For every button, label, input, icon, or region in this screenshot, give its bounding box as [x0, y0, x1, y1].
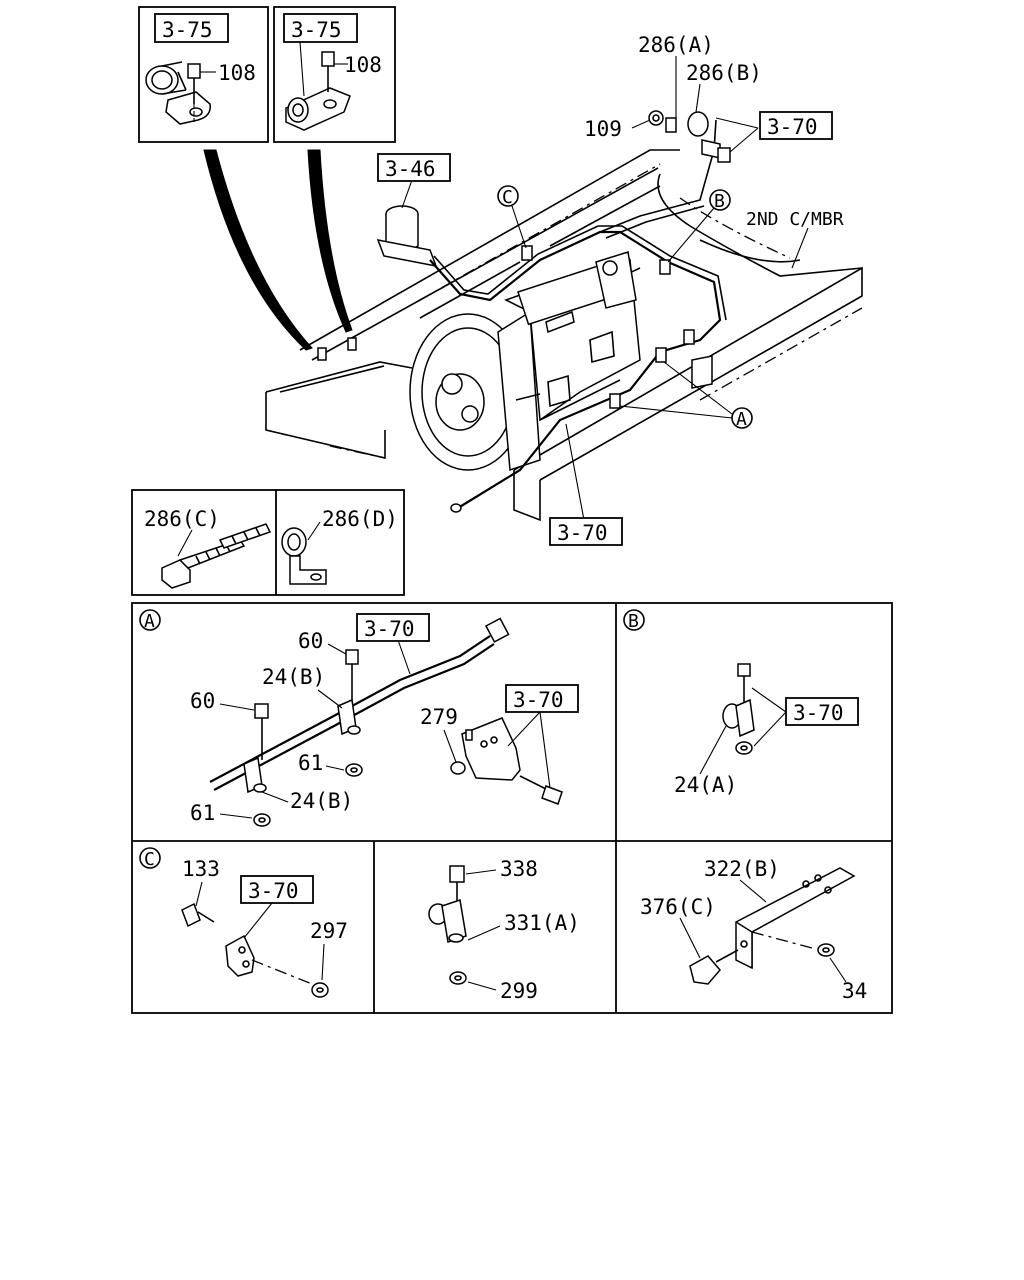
callout-c-letter: C — [502, 187, 513, 208]
part-286a-label: 286(A) — [638, 33, 714, 57]
part-108-label: 108 — [218, 61, 256, 85]
ref-3-70-label-c: 3-70 — [248, 879, 299, 903]
detail-a: A 3-70 24(B) 60 61 24(B) 60 — [139, 609, 579, 827]
main-assembly: 2ND C/MBR 3-46 — [265, 33, 863, 546]
ref-3-75-label: 3-75 — [162, 18, 213, 42]
part-376c-label: 376(C) — [640, 895, 716, 919]
ref-3-70-label-main: 3-70 — [557, 521, 608, 545]
part-286c-label: 286(C) — [144, 507, 220, 531]
ref-3-70-label-a2: 3-70 — [513, 688, 564, 712]
part-338-label: 338 — [500, 857, 538, 881]
part-108-label-2: 108 — [344, 53, 382, 77]
ref-3-75-label-2: 3-75 — [291, 18, 342, 42]
detail-322b: 322(B) 376(C) 34 — [640, 857, 867, 1003]
detail-b: B 3-70 24(A) — [623, 609, 859, 797]
part-299-label: 299 — [500, 979, 538, 1003]
part-24a-label: 24(A) — [674, 773, 737, 797]
inset-clamp-left: 3-75 108 — [138, 6, 269, 143]
ref-3-70-label-b: 3-70 — [793, 701, 844, 725]
detail-grid — [131, 602, 893, 1014]
part-61-label-2: 61 — [190, 801, 215, 825]
callout-c-marker — [497, 185, 519, 207]
inset-286-cd: 286(C) 286(D) — [131, 489, 405, 596]
detail-c-letter: C — [144, 849, 155, 870]
callout-a-letter: A — [736, 409, 747, 430]
part-331a-label: 331(A) — [504, 911, 580, 935]
part-24b-label: 24(B) — [262, 665, 325, 689]
part-109-label: 109 — [584, 117, 622, 141]
inset-clamp-right: 3-75 108 — [273, 6, 396, 143]
leader-wedge-left — [203, 149, 313, 351]
part-286b-label: 286(B) — [686, 61, 762, 85]
part-286d-label: 286(D) — [322, 507, 398, 531]
part-24b-label-2: 24(B) — [290, 789, 353, 813]
detail-a-letter: A — [144, 611, 155, 632]
part-279-label: 279 — [420, 705, 458, 729]
callout-b-letter: B — [714, 191, 725, 212]
part-61-label: 61 — [298, 751, 323, 775]
ref-3-70-label-a: 3-70 — [364, 617, 415, 641]
callout-b-marker — [709, 189, 731, 211]
part-322b-label: 322(B) — [704, 857, 780, 881]
part-60-label-2: 60 — [190, 689, 215, 713]
ref-3-46-label: 3-46 — [385, 157, 436, 181]
ref-3-70-label-top: 3-70 — [767, 115, 818, 139]
detail-338: 338 331(A) 299 — [428, 857, 580, 1003]
member-label: 2ND C/MBR — [746, 209, 844, 230]
part-34-label: 34 — [842, 979, 867, 1003]
detail-b-letter: B — [628, 611, 639, 632]
part-297-label: 297 — [310, 919, 348, 943]
leader-wedge-right — [307, 149, 353, 333]
part-133-label: 133 — [182, 857, 220, 881]
part-60-label: 60 — [298, 629, 323, 653]
detail-c: C 133 3-70 297 — [139, 847, 348, 998]
